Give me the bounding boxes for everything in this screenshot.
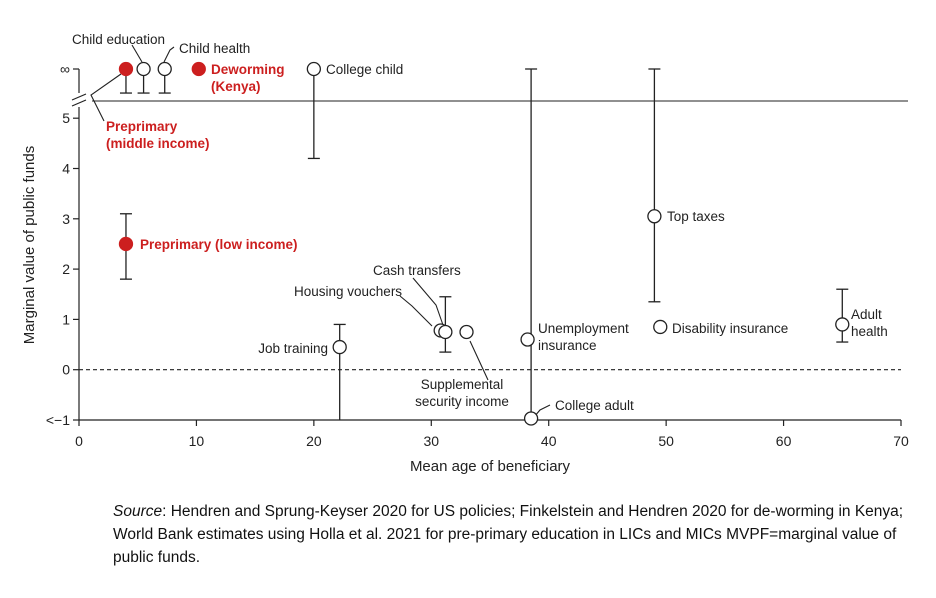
label-line-child-education: Child education bbox=[72, 32, 165, 47]
y-axis-title: Marginal value of public funds bbox=[21, 146, 38, 344]
marker-unemployment-insurance bbox=[520, 332, 535, 347]
x-tick-label: 10 bbox=[189, 433, 205, 449]
y-tick-label: 2 bbox=[62, 261, 70, 277]
y-axis-break-mark bbox=[71, 93, 87, 107]
leader-child-health bbox=[163, 46, 175, 63]
x-tick-label: 40 bbox=[541, 433, 557, 449]
leader-supplemental-security bbox=[469, 340, 489, 381]
label-line-housing-vouchers: Housing vouchers bbox=[294, 284, 402, 299]
y-tick-label: ∞ bbox=[60, 61, 70, 77]
label-line-disability: Disability insurance bbox=[672, 321, 788, 336]
marker-preprimary-middle-income bbox=[118, 61, 134, 77]
label-child-education: Child education bbox=[72, 32, 165, 47]
label-line-supplemental-security: security income bbox=[415, 394, 509, 409]
x-tick-label: 70 bbox=[893, 433, 909, 449]
leader-cash-transfers bbox=[412, 277, 444, 326]
marker-deworming-kenya bbox=[191, 61, 206, 77]
label-job-training: Job training bbox=[258, 341, 328, 356]
label-top-taxes: Top taxes bbox=[667, 209, 725, 224]
label-adult-health: Adult health bbox=[851, 307, 888, 339]
leader-preprimary-middle bbox=[90, 73, 122, 122]
label-child-health: Child health bbox=[179, 41, 250, 56]
label-line-preprimary-middle: Preprimary bbox=[106, 119, 178, 134]
y-tick-label: 3 bbox=[62, 211, 70, 227]
label-line-top-taxes: Top taxes bbox=[667, 209, 725, 224]
marker-preprimary-low-income bbox=[118, 236, 134, 252]
x-tick-label: 60 bbox=[776, 433, 792, 449]
label-college-child: College child bbox=[326, 62, 403, 77]
source-note: Source: Hendren and Sprung-Keyser 2020 f… bbox=[113, 500, 913, 569]
label-unemployment: Unemployment insurance bbox=[538, 321, 629, 353]
marker-adult-health bbox=[835, 317, 850, 332]
label-line-unemployment: Unemployment bbox=[538, 321, 629, 336]
y-tick-label: 4 bbox=[62, 161, 70, 177]
marker-child-education bbox=[136, 61, 151, 77]
marker-job-training bbox=[332, 339, 347, 355]
x-tick-label: 20 bbox=[306, 433, 322, 449]
source-lead: Source bbox=[113, 503, 163, 520]
label-line-unemployment: insurance bbox=[538, 338, 597, 353]
label-line-supplemental-security: Supplemental bbox=[421, 377, 504, 392]
label-cash-transfers: Cash transfers bbox=[373, 263, 461, 278]
label-line-adult-health: Adult bbox=[851, 307, 882, 322]
label-line-college-child: College child bbox=[326, 62, 403, 77]
y-tick-label: 5 bbox=[62, 110, 70, 126]
label-college-adult: College adult bbox=[555, 398, 634, 413]
label-preprimary-low: Preprimary (low income) bbox=[140, 237, 298, 252]
marker-cash-transfers bbox=[438, 324, 453, 340]
label-supplemental-security: Supplemental security income bbox=[415, 377, 509, 409]
leader-housing-vouchers bbox=[399, 295, 433, 327]
x-tick-label: 50 bbox=[658, 433, 674, 449]
label-line-deworming: Deworming bbox=[211, 62, 285, 77]
source-text: : Hendren and Sprung-Keyser 2020 for US … bbox=[113, 503, 904, 566]
label-line-preprimary-low: Preprimary (low income) bbox=[140, 237, 298, 252]
label-preprimary-middle: Preprimary (middle income) bbox=[106, 119, 210, 151]
y-tick-label: 1 bbox=[62, 311, 70, 327]
label-housing-vouchers: Housing vouchers bbox=[294, 284, 402, 299]
y-tick-label: <−1 bbox=[46, 412, 70, 428]
x-tick-label: 30 bbox=[423, 433, 439, 449]
label-line-preprimary-middle: (middle income) bbox=[106, 136, 210, 151]
chart-markers bbox=[118, 61, 850, 426]
x-axis-title: Mean age of beneficiary bbox=[410, 458, 571, 475]
mvpf-chart: <−1 0 1 2 3 4 5 ∞ 0 10 20 30 40 50 60 70 Child educatio… bbox=[21, 32, 909, 475]
chart-axes: <−1 0 1 2 3 4 5 ∞ 0 10 20 30 40 50 60 70 bbox=[46, 61, 909, 449]
marker-college-adult bbox=[523, 411, 539, 426]
y-tick-label: 0 bbox=[62, 362, 70, 378]
label-disability: Disability insurance bbox=[672, 321, 788, 336]
label-line-cash-transfers: Cash transfers bbox=[373, 263, 461, 278]
marker-top-taxes bbox=[647, 209, 662, 224]
marker-supplemental-security-income bbox=[459, 324, 474, 340]
label-line-job-training: Job training bbox=[258, 341, 328, 356]
marker-child-health bbox=[157, 61, 172, 77]
label-line-child-health: Child health bbox=[179, 41, 250, 56]
x-tick-label: 0 bbox=[75, 433, 83, 449]
chart-leader-lines bbox=[90, 44, 551, 418]
label-line-adult-health: health bbox=[851, 324, 888, 339]
marker-college-child bbox=[306, 61, 322, 77]
label-line-college-adult: College adult bbox=[555, 398, 634, 413]
leader-child-education bbox=[131, 44, 143, 63]
marker-disability-insurance bbox=[653, 319, 668, 335]
label-deworming: Deworming (Kenya) bbox=[211, 62, 285, 94]
label-line-deworming: (Kenya) bbox=[211, 79, 261, 94]
